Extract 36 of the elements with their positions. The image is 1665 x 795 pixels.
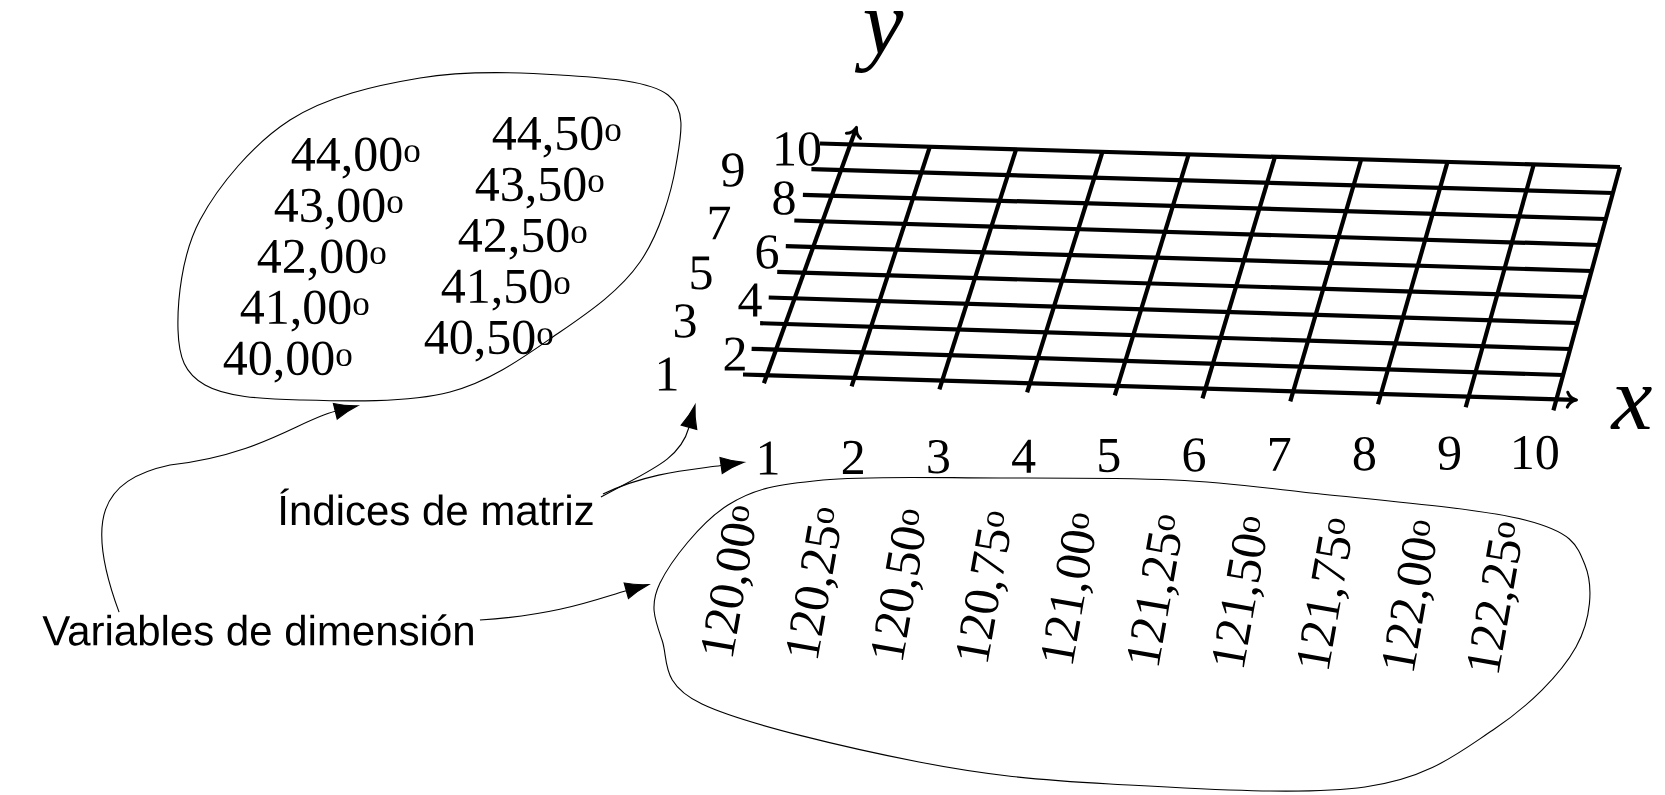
tick-label: 8 <box>773 181 795 215</box>
coordinate-value: 44,50$^{o}$ <box>492 116 621 158</box>
axis-label: y <box>854 10 904 74</box>
tick-label: 2 <box>724 337 745 371</box>
coordinate-value: 42,50$^{o}$ <box>458 218 587 260</box>
axis-label: x <box>1610 386 1652 430</box>
coordinate-value: 121,75$^{o}$ <box>1297 518 1351 670</box>
coordinate-value: 41,50$^{o}$ <box>441 269 570 311</box>
tick-label: 6 <box>756 235 778 269</box>
tick-label: 10 <box>776 132 821 166</box>
leader-arrow <box>602 457 745 495</box>
coordinate-value: 40,50$^{o}$ <box>424 320 553 362</box>
coordinate-value: 122,25$^{o}$ <box>1467 522 1521 673</box>
coordinate-value: 121,50$^{o}$ <box>1213 517 1266 668</box>
coordinate-value: 120,25$^{o}$ <box>787 508 840 659</box>
coordinate-value: 120,50$^{o}$ <box>872 509 925 661</box>
tick-label: 3 <box>674 304 696 338</box>
leader-arrow <box>479 582 649 621</box>
tick-label: 1 <box>658 357 677 391</box>
coordinate-value: 120,00$^{o}$ <box>702 506 755 657</box>
caption-text: Variables de dimensión <box>42 614 473 646</box>
coordinate-value: 120,75$^{o}$ <box>957 511 1010 662</box>
coordinate-value: 122,00$^{o}$ <box>1383 520 1436 671</box>
coordinate-value: 44,00$^{o}$ <box>291 137 420 179</box>
coordinate-value: 121,25$^{o}$ <box>1127 515 1181 666</box>
leader-arrow <box>101 402 359 613</box>
tick-label: 1 <box>759 441 778 475</box>
caption-text: Índices de matriz <box>280 488 593 526</box>
coordinate-value: 43,50$^{o}$ <box>475 167 604 209</box>
coordinate-value: 42,00$^{o}$ <box>257 239 386 281</box>
coordinate-value: 41,00$^{o}$ <box>240 290 369 332</box>
tick-label: 4 <box>738 283 762 317</box>
coordinate-value: 43,00$^{o}$ <box>274 188 403 230</box>
leader-arrow <box>600 404 698 498</box>
coordinate-value: 121,00$^{o}$ <box>1042 513 1095 664</box>
coordinate-value: 40,00$^{o}$ <box>223 341 352 383</box>
